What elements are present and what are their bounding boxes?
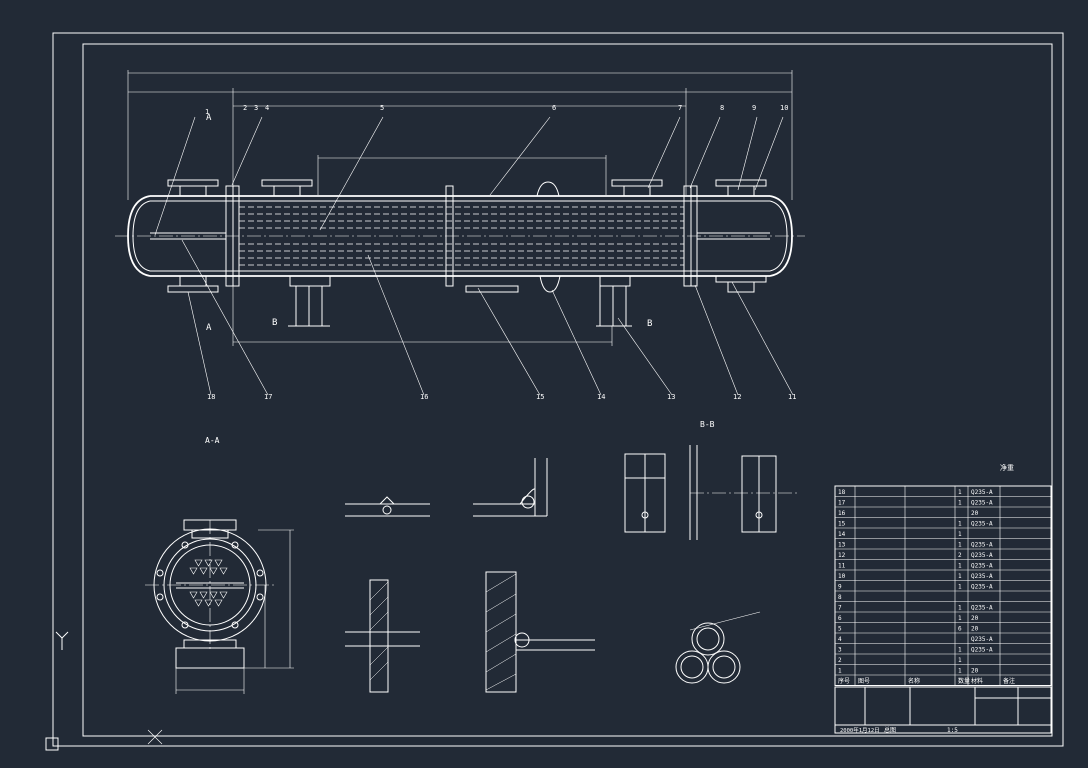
balloon-4: 4 <box>265 104 269 112</box>
title-block: 2000年1月12日 总图 1:5 净重 <box>834 463 1052 734</box>
tube-arrangement-detail <box>675 611 761 684</box>
balloon-10: 10 <box>780 104 788 112</box>
bom-cell-no: 13 <box>838 542 846 549</box>
balloon-7: 7 <box>678 104 682 112</box>
bom-cell-qty: 1 <box>958 531 962 538</box>
bom-cell-no: 6 <box>838 615 842 622</box>
bom-cell-mat: Q235-A <box>971 563 993 570</box>
bom-cell-qty: 1 <box>958 615 962 622</box>
bom-header-cell: 图号 <box>858 678 870 685</box>
bom-cell-mat: 20 <box>971 510 979 517</box>
title-block-scale: 1:5 <box>947 727 958 734</box>
sheet-border <box>52 32 1064 747</box>
bom-cell-qty: 1 <box>958 489 962 496</box>
leader-lines <box>154 116 794 396</box>
bom-cell-qty: 1 <box>958 542 962 549</box>
bom-cell-mat: 20 <box>971 615 979 622</box>
bom-cell-no: 2 <box>838 657 842 664</box>
bom-cell-mat: Q235-A <box>971 605 993 612</box>
bom-cell-no: 16 <box>838 510 846 517</box>
bom-cell-no: 5 <box>838 626 842 633</box>
bom-cell-mat: Q235-A <box>971 542 993 549</box>
main-elevation-view: A A B B <box>115 70 805 346</box>
bom-cell-no: 4 <box>838 636 842 643</box>
bom-cell-qty: 1 <box>958 563 962 570</box>
bom-header-cell: 数量 <box>958 677 970 685</box>
weld-details <box>345 458 595 693</box>
title-block-date: 2000年1月12日 <box>840 726 880 734</box>
bom-frame <box>834 485 1052 686</box>
bom-cell-mat: 20 <box>971 626 979 633</box>
bom-cell-mat: Q235-A <box>971 573 993 580</box>
bom-cell-no: 17 <box>838 500 846 507</box>
section-mark-a-top: A <box>206 113 212 123</box>
balloon-15: 15 <box>536 393 544 401</box>
bom-cell-mat: Q235-A <box>971 500 993 507</box>
weight-note: 净重 <box>1000 463 1014 472</box>
bom-cell-qty: 6 <box>958 626 962 633</box>
bom-cell-qty: 1 <box>958 647 962 654</box>
bom-cell-no: 1 <box>838 668 842 675</box>
section-b-b-view: B-B <box>624 420 800 540</box>
bom-cell-no: 9 <box>838 584 842 591</box>
balloon-2: 2 <box>243 104 247 112</box>
bom-cell-qty: 1 <box>958 668 962 675</box>
bom-cell-mat: Q235-A <box>971 489 993 496</box>
balloon-6: 6 <box>552 104 556 112</box>
balloon-16: 16 <box>420 393 428 401</box>
title-block-sheet-label: 总图 <box>884 726 896 734</box>
balloon-labels: 1 2 3 4 5 6 7 8 9 10 11 12 13 14 15 16 1… <box>205 104 796 401</box>
bom-header-cell: 备注 <box>1003 677 1015 685</box>
ucs-icon <box>45 631 163 751</box>
section-mark-a-bottom: A <box>206 323 212 333</box>
bom-cell-no: 12 <box>838 552 846 559</box>
section-mark-b-left: B <box>272 318 277 328</box>
bom-cell-mat: Q235-A <box>971 636 993 643</box>
balloon-12: 12 <box>733 393 741 401</box>
section-a-a-title: A-A <box>205 436 220 445</box>
balloon-14: 14 <box>597 393 605 401</box>
bom-cell-mat: 20 <box>971 668 979 675</box>
balloon-13: 13 <box>667 393 675 401</box>
section-a-a-view: A-A <box>145 436 294 694</box>
balloon-3: 3 <box>254 104 258 112</box>
bom-cell-mat: Q235-A <box>971 584 993 591</box>
bom-cell-no: 10 <box>838 573 846 580</box>
bom-cell-no: 11 <box>838 563 846 570</box>
balloon-5: 5 <box>380 104 384 112</box>
balloon-8: 8 <box>720 104 724 112</box>
bom-cell-no: 18 <box>838 489 846 496</box>
balloon-1: 1 <box>205 108 209 116</box>
bom-cell-no: 14 <box>838 531 846 538</box>
bom-cell-no: 15 <box>838 521 846 528</box>
bom-cell-mat: Q235-A <box>971 521 993 528</box>
bom-cell-qty: 1 <box>958 584 962 591</box>
bom-cell-mat: Q235-A <box>971 647 993 654</box>
section-b-b-title: B-B <box>700 420 715 429</box>
bom-cell-qty: 1 <box>958 605 962 612</box>
bom-cell-no: 7 <box>838 605 842 612</box>
bom-cell-no: 8 <box>838 594 842 601</box>
bom-cell-no: 3 <box>838 647 842 654</box>
bom-cell-mat: Q235-A <box>971 552 993 559</box>
bom-cell-qty: 1 <box>958 657 962 664</box>
balloon-18: 18 <box>207 393 215 401</box>
balloon-9: 9 <box>752 104 756 112</box>
section-mark-b-right: B <box>647 319 652 329</box>
bom-cell-qty: 1 <box>958 521 962 528</box>
bom-header-cell: 材料 <box>971 677 983 685</box>
bom-cell-qty: 1 <box>958 500 962 507</box>
bom-header-cell: 序号 <box>838 677 850 685</box>
bom-cell-qty: 1 <box>958 573 962 580</box>
balloon-17: 17 <box>264 393 272 401</box>
bom-cell-qty: 2 <box>958 552 962 559</box>
bom-header-cell: 名称 <box>908 677 920 685</box>
balloon-11: 11 <box>788 393 796 401</box>
